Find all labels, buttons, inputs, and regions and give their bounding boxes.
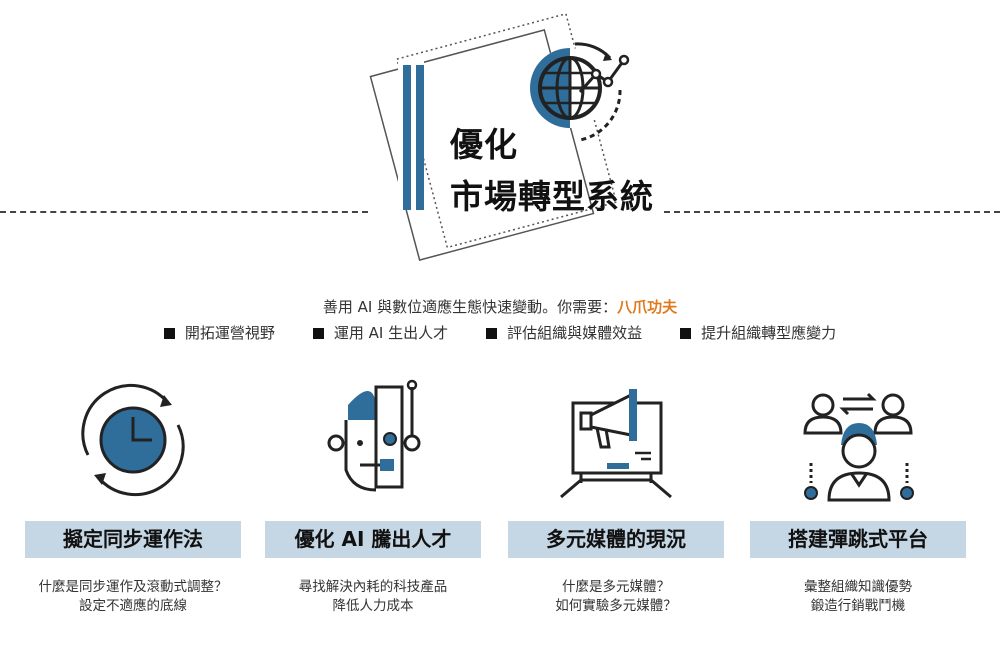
divider-left: [0, 211, 368, 213]
card-description: 尋找解決內耗的科技產品降低人力成本: [298, 579, 448, 614]
card-title: 多元媒體的現況: [508, 521, 724, 558]
megaphone-monitor-icon: [560, 389, 672, 499]
square-bullet-icon: [486, 328, 498, 339]
bullet-text: 評估組織與媒體效益: [507, 324, 643, 342]
bullet-item: 運用 AI 生出人才: [312, 322, 449, 343]
square-bullet-icon: [680, 328, 692, 339]
bullet-item: 開拓運營視野: [163, 322, 275, 343]
card-title: 優化 AI 騰出人才: [265, 521, 481, 558]
square-bullet-icon: [312, 328, 324, 339]
bullet-text: 運用 AI 生出人才: [333, 324, 449, 342]
card-description: 什麼是同步運作及滾動式調整？設定不適應的底線: [38, 579, 228, 614]
card-platform: 搭建彈跳式平台 彙整組織知識優勢鍛造行銷戰鬥機: [750, 375, 966, 616]
card-multimedia: 多元媒體的現況 什麼是多元媒體？如何實驗多元媒體？: [508, 375, 724, 616]
bullet-item: 評估組織與媒體效益: [486, 322, 642, 343]
card-title: 搭建彈跳式平台: [750, 521, 966, 558]
square-bullet-icon: [163, 328, 175, 339]
card-description: 什麼是多元媒體？如何實驗多元媒體？: [555, 579, 677, 614]
globe-growth-icon: [530, 42, 630, 142]
intro-highlight: 八爪功夫: [617, 298, 678, 316]
bullet-item: 提升組織轉型應變力: [680, 322, 836, 343]
ai-robot-head-icon: [327, 379, 421, 492]
card-sync-operation: 擬定同步運作法 什麼是同步運作及滾動式調整？設定不適應的底線: [25, 375, 241, 616]
card-description: 彙整組織知識優勢鍛造行銷戰鬥機: [804, 579, 912, 614]
people-exchange-icon: [803, 392, 914, 502]
title-line-1: 優化: [450, 125, 518, 164]
bullet-text: 提升組織轉型應變力: [701, 324, 837, 342]
title-line-2: 市場轉型系統: [450, 177, 654, 216]
clock-cycle-icon: [81, 383, 185, 497]
divider-right: [664, 211, 1000, 213]
intro-text: 善用 AI 與數位適應生態快速變動。你需要：八爪功夫: [0, 296, 1000, 317]
header-frame-graphic: [369, 12, 618, 261]
card-ai-talent: 優化 AI 騰出人才 尋找解決內耗的科技產品降低人力成本: [265, 375, 481, 616]
bullet-text: 開拓運營視野: [184, 324, 275, 342]
bullet-list: 開拓運營視野 運用 AI 生出人才 評估組織與媒體效益 提升組織轉型應變力: [0, 322, 1000, 343]
card-title: 擬定同步運作法: [25, 521, 241, 558]
intro-main: 善用 AI 與數位適應生態快速變動。你需要：: [322, 298, 618, 316]
